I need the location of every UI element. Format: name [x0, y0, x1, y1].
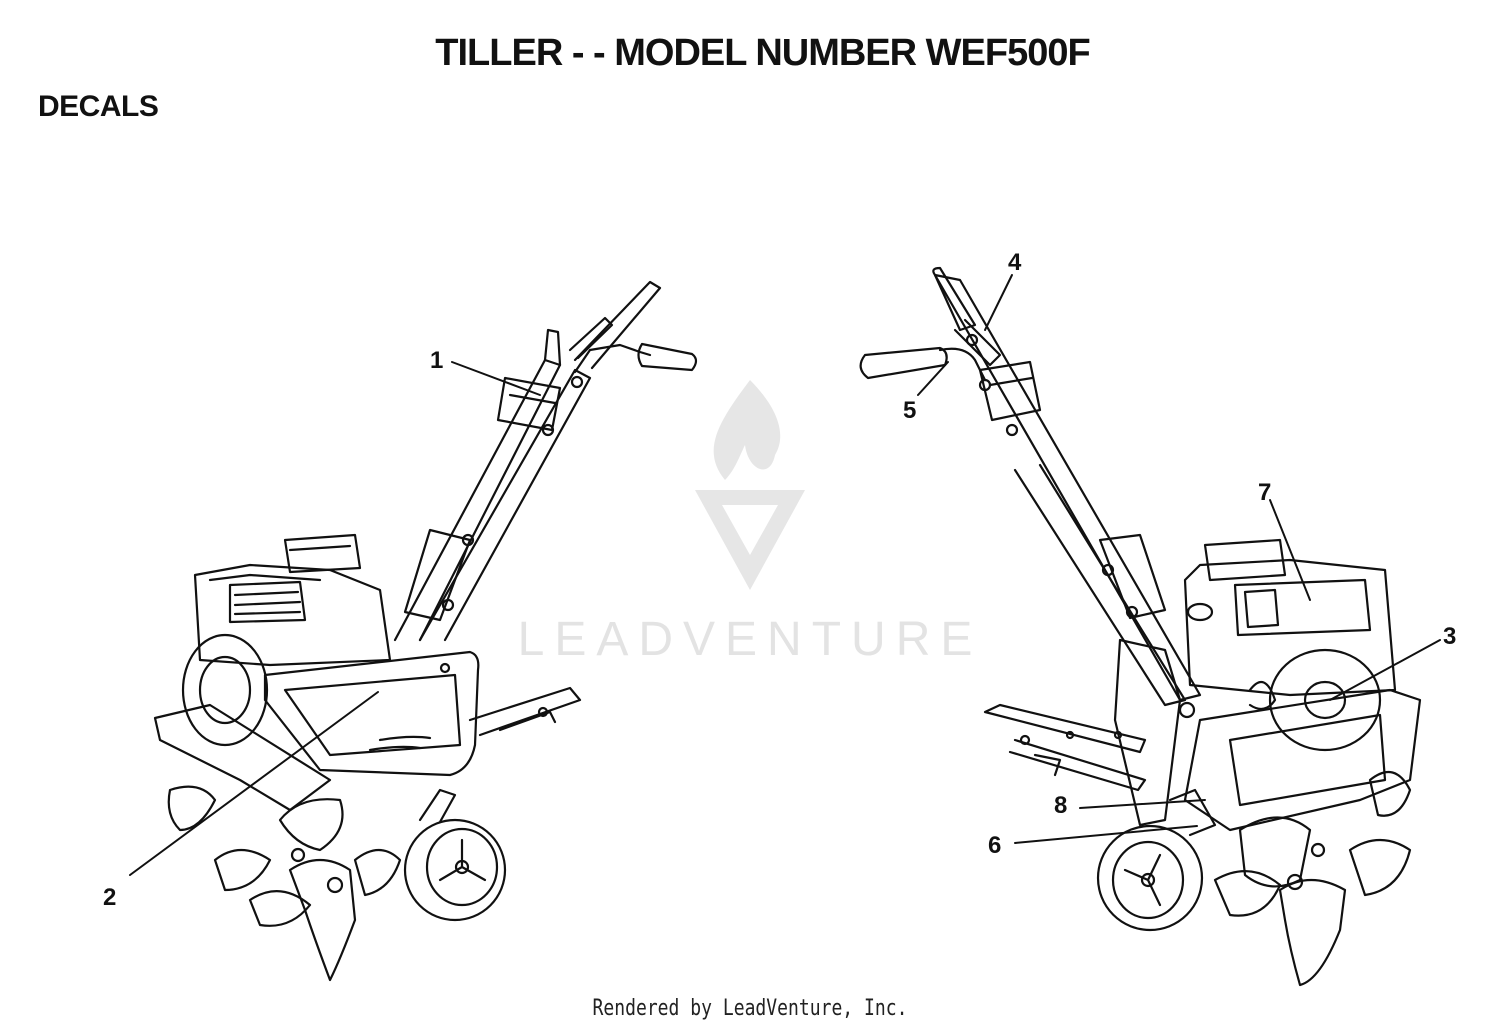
- callout-leader-lines: [129, 274, 1441, 876]
- callout-7: 7: [1258, 479, 1271, 506]
- right-tiller-drawing: [859, 266, 1422, 987]
- callout-2: 2: [103, 884, 116, 911]
- section-heading: DECALS: [38, 90, 159, 123]
- callout-4: 4: [1008, 249, 1022, 276]
- callout-1: 1: [430, 347, 443, 374]
- watermark-text: LEADVENTURE: [518, 613, 983, 666]
- callout-3: 3: [1443, 623, 1456, 650]
- flame-v-logo-icon: [695, 380, 805, 590]
- left-tiller-drawing: [153, 280, 698, 982]
- callout-5: 5: [903, 397, 916, 424]
- callout-8: 8: [1054, 792, 1067, 819]
- page-title: TILLER - - MODEL NUMBER WEF500F: [435, 32, 1090, 74]
- callout-6: 6: [988, 832, 1001, 859]
- footer-credit: Rendered by LeadVenture, Inc.: [592, 996, 908, 1021]
